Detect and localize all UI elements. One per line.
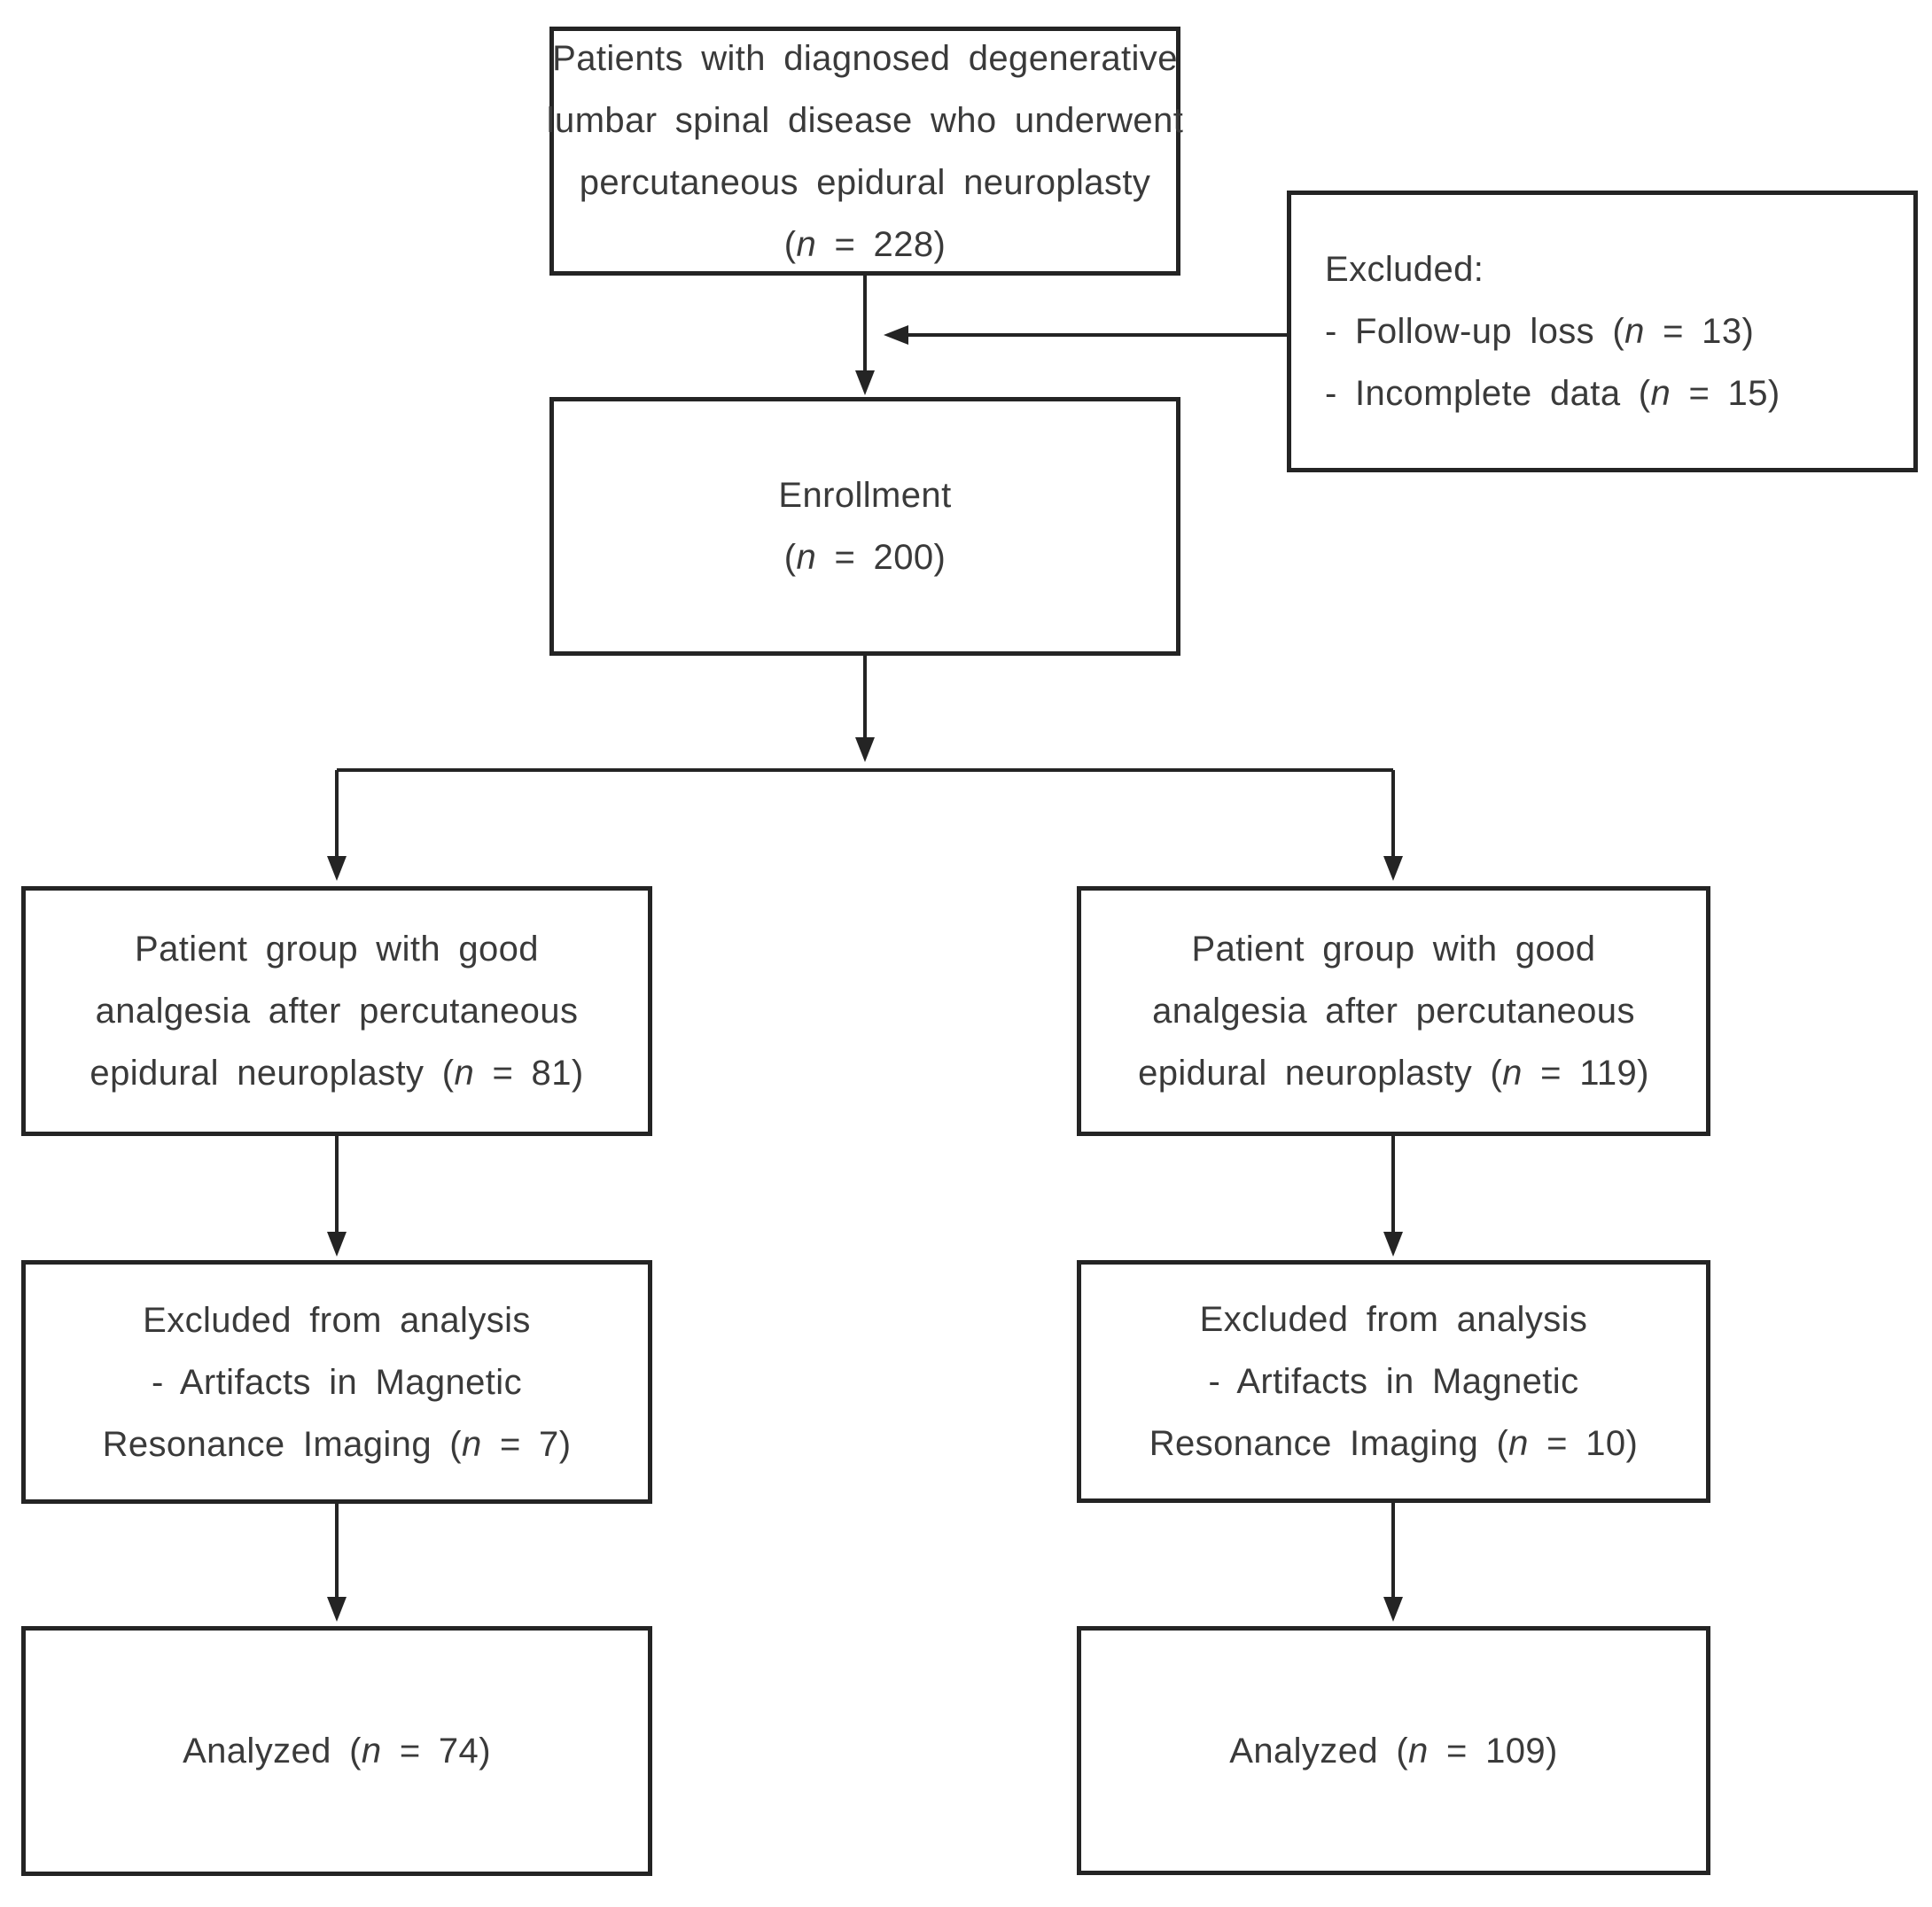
left-group-box: Patient group with good analgesia after … [21, 886, 652, 1136]
box-text-line: - Follow-up loss (n = 13) [1325, 312, 1755, 351]
box-text-line: - Artifacts in Magnetic [152, 1362, 522, 1402]
right-analyzed-box: Analyzed (n = 109) [1077, 1626, 1710, 1875]
box-text-line: lumbar spinal disease who underwent [546, 100, 1184, 140]
right-excluded-analysis-box: Excluded from analysis - Artifacts in Ma… [1077, 1260, 1710, 1503]
box-text-line: Resonance Imaging (n = 7) [102, 1424, 572, 1464]
box-text-line: epidural neuroplasty (n = 81) [90, 1054, 584, 1093]
box-text-line: (n = 228) [783, 224, 947, 264]
right-group-box: Patient group with good analgesia after … [1077, 886, 1710, 1136]
box-text-line: Analyzed (n = 109) [1229, 1731, 1558, 1771]
box-text-line: analgesia after percutaneous [1152, 992, 1635, 1031]
box-text-line: Excluded: [1325, 250, 1484, 289]
left-analyzed-box: Analyzed (n = 74) [21, 1626, 652, 1876]
box-text-line: Excluded from analysis [143, 1300, 531, 1340]
box-text-line: - Incomplete data (n = 15) [1325, 374, 1780, 413]
box-text-line: Patient group with good [135, 930, 539, 969]
box-text-line: Patients with diagnosed degenerative [552, 38, 1178, 78]
source-population-box: Patients with diagnosed degenerative lum… [546, 27, 1184, 276]
box-text-line: epidural neuroplasty (n = 119) [1138, 1054, 1649, 1093]
box-text-line: percutaneous epidural neuroplasty [579, 162, 1151, 202]
box-text-line: Analyzed (n = 74) [183, 1732, 491, 1771]
box-text-line: analgesia after percutaneous [95, 992, 579, 1031]
exclusion-box: Excluded: - Follow-up loss (n = 13) - In… [1287, 191, 1918, 472]
box-text-line: Patient group with good [1191, 930, 1596, 969]
box-text-line: Excluded from analysis [1199, 1300, 1588, 1339]
box-text-line: (n = 200) [783, 538, 947, 577]
enrollment-box: Enrollment (n = 200) [549, 397, 1180, 656]
box-text-line: - Artifacts in Magnetic [1208, 1362, 1579, 1401]
box-text-line: Resonance Imaging (n = 10) [1149, 1424, 1639, 1463]
left-excluded-analysis-box: Excluded from analysis - Artifacts in Ma… [21, 1260, 652, 1504]
box-text-line: Enrollment [778, 476, 952, 515]
